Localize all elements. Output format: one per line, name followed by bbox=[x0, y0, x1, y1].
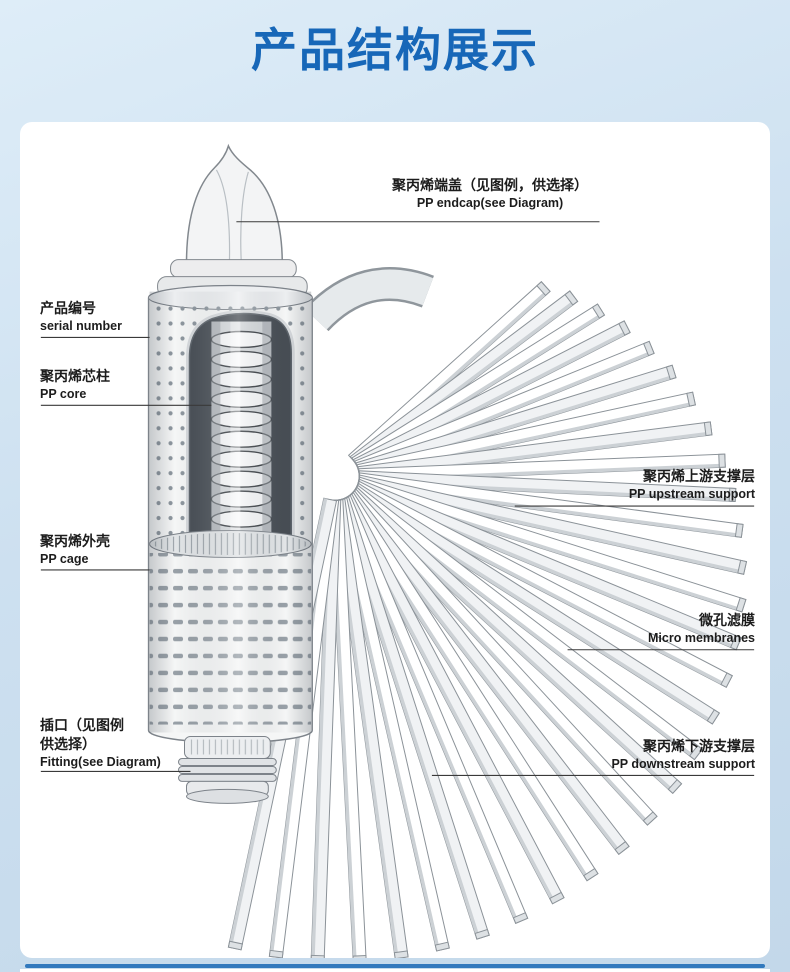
bottom-divider bbox=[25, 964, 765, 968]
label-fitting: 插口（见图例 供选择） Fitting(see Diagram) bbox=[40, 716, 161, 771]
label-upstream-support-en: PP upstream support bbox=[628, 487, 755, 501]
bottom-fitting bbox=[178, 736, 277, 804]
label-pp-cage: 聚丙烯外壳 PP cage bbox=[40, 532, 110, 568]
label-pp-core: 聚丙烯芯柱 PP core bbox=[40, 367, 110, 403]
label-micro-membranes-en: Micro membranes bbox=[648, 631, 755, 645]
label-downstream-support: 聚丙烯下游支撑层 PP downstream support bbox=[611, 737, 755, 773]
label-downstream-support-zh: 聚丙烯下游支撑层 bbox=[643, 738, 755, 754]
label-downstream-support-en: PP downstream support bbox=[611, 757, 755, 771]
label-endcap: 聚丙烯端盖（见图例，供选择） PP endcap(see Diagram) bbox=[350, 176, 630, 212]
label-serial-number-en: serial number bbox=[40, 319, 122, 333]
label-fitting-zh1: 插口（见图例 bbox=[40, 717, 124, 733]
next-section-edge bbox=[20, 969, 770, 972]
label-pp-cage-en: PP cage bbox=[40, 552, 89, 566]
leader-lines bbox=[40, 221, 755, 776]
label-pp-core-en: PP core bbox=[40, 387, 87, 401]
label-micro-membranes-zh: 微孔滤膜 bbox=[699, 612, 755, 628]
membrane-fan bbox=[227, 281, 748, 958]
endcap-shape bbox=[185, 143, 284, 265]
filter-structure-illustration bbox=[40, 143, 755, 958]
label-upstream-support-zh: 聚丙烯上游支撑层 bbox=[643, 468, 755, 484]
label-serial-number: 产品编号 serial number bbox=[40, 299, 122, 335]
label-micro-membranes: 微孔滤膜 Micro membranes bbox=[648, 611, 755, 647]
label-upstream-support: 聚丙烯上游支撑层 PP upstream support bbox=[629, 467, 755, 503]
label-serial-number-zh: 产品编号 bbox=[40, 300, 96, 316]
cartridge bbox=[147, 143, 313, 804]
diagram-card: 聚丙烯端盖（见图例，供选择） PP endcap(see Diagram) 产品… bbox=[20, 122, 770, 958]
label-fitting-zh2: 供选择） bbox=[40, 736, 96, 752]
collar-band bbox=[303, 267, 434, 332]
label-endcap-zh: 聚丙烯端盖（见图例，供选择） bbox=[392, 177, 588, 193]
label-fitting-en: Fitting(see Diagram) bbox=[40, 755, 161, 769]
label-endcap-en: PP endcap(see Diagram) bbox=[416, 196, 564, 210]
label-pp-core-zh: 聚丙烯芯柱 bbox=[40, 368, 110, 384]
page-title: 产品结构展示 bbox=[251, 24, 539, 76]
body-shading bbox=[149, 291, 312, 733]
label-pp-cage-zh: 聚丙烯外壳 bbox=[40, 533, 110, 549]
